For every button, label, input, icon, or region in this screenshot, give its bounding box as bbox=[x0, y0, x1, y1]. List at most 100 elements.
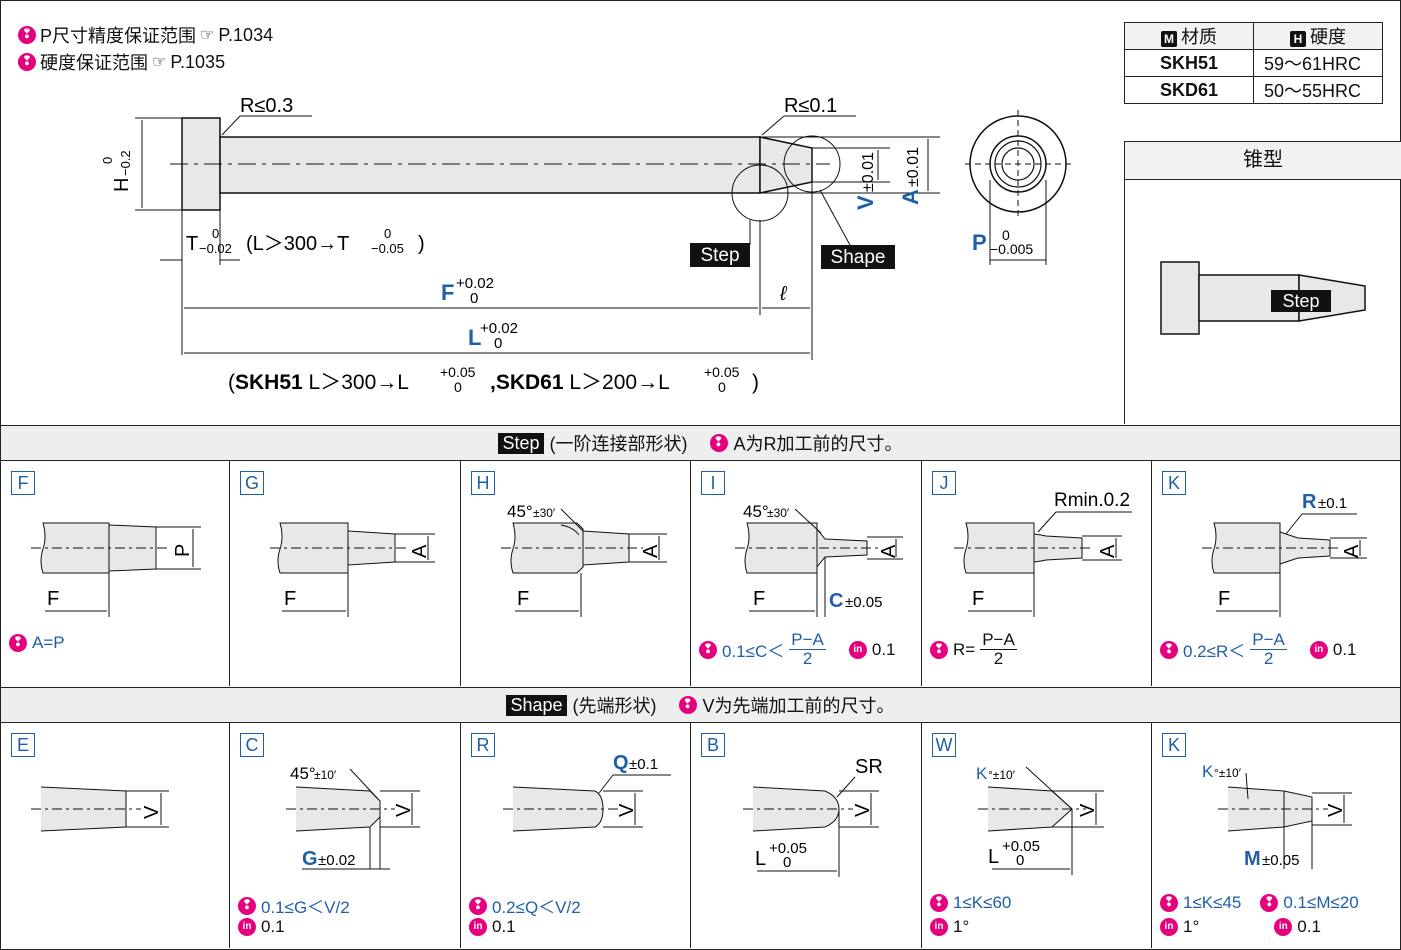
svg-text:SR: SR bbox=[855, 756, 883, 778]
shape-band-text: (先端形状) bbox=[572, 696, 657, 716]
svg-text:F: F bbox=[1218, 588, 1230, 610]
shape-r-diagram: V Q ±0.1 bbox=[503, 753, 671, 832]
svg-text:+0.05: +0.05 bbox=[769, 840, 807, 857]
hardness-cell: 50～55HRC bbox=[1253, 76, 1383, 104]
step-band-note: A为R加工前的尺寸。 bbox=[733, 434, 903, 454]
taper-box: 锥型 Step bbox=[1124, 141, 1401, 424]
taper-step-tag: Step bbox=[1282, 291, 1319, 311]
shape-letter: K bbox=[1162, 733, 1186, 757]
material-header-label: 材质 bbox=[1181, 27, 1217, 47]
bottom-skd-tol-lower: 0 bbox=[718, 379, 726, 395]
bulb-icon: ❢ bbox=[18, 26, 36, 44]
h-label: H bbox=[111, 178, 133, 192]
svg-text:V: V bbox=[616, 803, 638, 817]
svg-text:°±10′: °±10′ bbox=[988, 768, 1016, 782]
step-letter: H bbox=[471, 471, 495, 495]
svg-text:±30′: ±30′ bbox=[533, 506, 556, 520]
svg-text:C: C bbox=[829, 590, 843, 612]
step-band-tag: Step bbox=[498, 432, 544, 454]
l-label: L bbox=[468, 325, 481, 350]
in-icon: in bbox=[238, 918, 256, 936]
bottom-skh-tol-upper: +0.05 bbox=[440, 364, 476, 380]
step-cell-h: H A 45° ±30′ F bbox=[461, 461, 691, 686]
step-k-diagram: A R ±0.1 F bbox=[1202, 491, 1367, 617]
svg-text:±0.05: ±0.05 bbox=[845, 594, 882, 611]
t-note-tol-upper: 0 bbox=[384, 226, 391, 241]
svg-text:Rmin.0.2: Rmin.0.2 bbox=[1054, 490, 1130, 511]
r01-label: R≤0.1 bbox=[784, 95, 837, 117]
step-i-diagram: A 45° ±30′ F C ±0.05 bbox=[735, 502, 903, 617]
svg-text:±10′: ±10′ bbox=[314, 768, 337, 782]
t-note-end: ) bbox=[418, 233, 425, 255]
hardness-badge-icon: H bbox=[1290, 31, 1306, 47]
step-j-diagram: A Rmin.0.2 F bbox=[954, 490, 1132, 617]
hardness-header-label: 硬度 bbox=[1310, 27, 1346, 47]
bulb-icon: ❢ bbox=[709, 434, 728, 452]
svg-text:±0.1: ±0.1 bbox=[1318, 495, 1347, 512]
svg-text:F: F bbox=[47, 588, 59, 610]
shape-b-diagram: V SR L +0.05 0 bbox=[743, 756, 883, 877]
h-tol-lower: −0.2 bbox=[118, 150, 133, 176]
shape-w-diagram: V K °±10′ L +0.05 0 bbox=[976, 764, 1104, 875]
a-tol: ±0.01 bbox=[905, 147, 922, 187]
svg-text:±0.02: ±0.02 bbox=[318, 852, 355, 869]
note-p-accuracy: ❢ P尺寸精度保证范围 ☞ P.1034 bbox=[18, 22, 273, 48]
note-ref-link[interactable]: P.1034 bbox=[218, 24, 274, 45]
p-tol-lower: −0.005 bbox=[990, 241, 1033, 257]
svg-text:K: K bbox=[1202, 762, 1214, 781]
shape-band-tag: Shape bbox=[506, 694, 567, 716]
svg-text:L: L bbox=[988, 846, 999, 868]
svg-text:Q: Q bbox=[613, 753, 629, 774]
bottom-note: (SKH51 L＞300→L bbox=[228, 371, 409, 394]
hand-pointer-icon: ☞ bbox=[200, 27, 215, 44]
svg-text:V: V bbox=[393, 803, 415, 817]
hand-pointer-icon: ☞ bbox=[152, 54, 167, 71]
note-ref-link[interactable]: P.1035 bbox=[170, 51, 226, 72]
shape-band-note: V为先端加工前的尺寸。 bbox=[702, 696, 895, 716]
t-tol-upper: 0 bbox=[212, 226, 219, 241]
step-letter: J bbox=[932, 471, 956, 495]
svg-text:L: L bbox=[755, 848, 766, 870]
svg-text:V: V bbox=[1325, 803, 1347, 817]
shape-e-diagram: V bbox=[31, 786, 169, 832]
hardness-cell: 59～61HRC bbox=[1253, 49, 1383, 77]
l-tol-upper: +0.02 bbox=[480, 320, 518, 337]
taper-head bbox=[1160, 261, 1200, 335]
svg-text:45°: 45° bbox=[290, 764, 316, 783]
svg-text:+0.05: +0.05 bbox=[1002, 838, 1040, 855]
svg-text:G: G bbox=[302, 848, 318, 870]
step-cell-g: G A F bbox=[230, 461, 461, 686]
shape-cell-b: B V SR L +0.05 0 bbox=[691, 723, 922, 948]
svg-text:F: F bbox=[972, 588, 984, 610]
v-tol: ±0.01 bbox=[860, 152, 877, 192]
material-badge-icon: M bbox=[1161, 31, 1177, 47]
svg-text:A: A bbox=[640, 544, 662, 558]
shape-cell-k: K V K °±10′ M ±0.05 ❢1≤K≤45 ❢0.1≤M≤20 in… bbox=[1152, 723, 1400, 948]
svg-text:F: F bbox=[284, 588, 296, 610]
svg-text:A: A bbox=[878, 544, 900, 558]
svg-text:±30′: ±30′ bbox=[767, 506, 790, 520]
bottom-close: ) bbox=[752, 371, 759, 394]
svg-text:F: F bbox=[753, 588, 765, 610]
svg-text:0: 0 bbox=[1016, 852, 1024, 869]
svg-text:V: V bbox=[141, 805, 163, 819]
pin-tip bbox=[759, 136, 813, 194]
svg-text:°±10′: °±10′ bbox=[1214, 766, 1242, 780]
in-icon: in bbox=[1160, 918, 1178, 936]
svg-text:±0.05: ±0.05 bbox=[1262, 852, 1299, 869]
l-tol-lower: 0 bbox=[494, 335, 502, 352]
in-icon: in bbox=[1274, 918, 1293, 936]
taper-title: 锥型 bbox=[1125, 142, 1401, 180]
